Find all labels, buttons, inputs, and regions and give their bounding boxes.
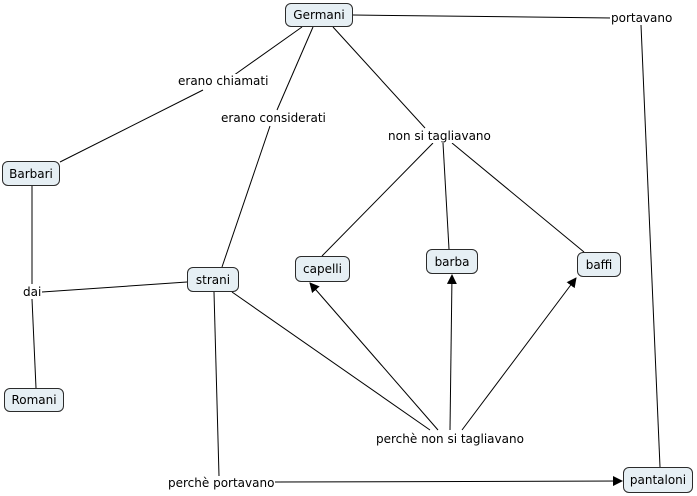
link-perche-portavano[interactable]: perchè portavano [167, 476, 276, 490]
link-erano-chiamati[interactable]: erano chiamati [177, 74, 270, 88]
connector-non-si-tagliavano-capelli [321, 142, 434, 257]
connector-germani-erano-chiamati [229, 26, 303, 79]
concept-barbari[interactable]: Barbari [2, 161, 60, 186]
link-perche-non-si-tagliavano[interactable]: perchè non si tagliavano [375, 432, 525, 446]
concept-romani[interactable]: Romani [4, 388, 64, 412]
connector-germani-non-si-tagliavano [332, 26, 426, 129]
concept-baffi[interactable]: baffi [577, 252, 621, 277]
arrow-perche-portavano-pantaloni [274, 476, 623, 487]
connector-dai-romani [31, 298, 37, 389]
connector-non-si-tagliavano-barba [442, 142, 450, 250]
concept-barba[interactable]: barba [426, 249, 478, 274]
arrow-perche-baffi [461, 277, 577, 431]
connector-germani-portavano [352, 14, 613, 19]
connector-erano-chiamati-barbari [59, 89, 204, 163]
connector-strani-perche-portavano [213, 291, 220, 477]
arrow-perche-capelli [309, 282, 439, 431]
connector-strani-dai [41, 281, 188, 293]
connector-portavano-pantaloni [640, 24, 661, 468]
connector-non-si-tagliavano-baffi [451, 142, 585, 253]
concept-pantaloni[interactable]: pantaloni [623, 467, 693, 493]
link-non-si-tagliavano[interactable]: non si tagliavano [387, 129, 492, 143]
link-portavano[interactable]: portavano [610, 11, 674, 25]
connector-erano-considerati-strani [221, 125, 271, 268]
concept-germani[interactable]: Germani [285, 3, 353, 27]
link-erano-considerati[interactable]: erano considerati [220, 111, 327, 125]
link-dai[interactable]: dai [22, 285, 43, 299]
connector-strani-perche-non-si-tagliavano [231, 291, 431, 431]
concept-strani[interactable]: strani [187, 267, 239, 292]
arrow-perche-barba [446, 274, 457, 431]
concept-capelli[interactable]: capelli [295, 256, 350, 282]
connector-germani-erano-considerati [276, 26, 314, 111]
